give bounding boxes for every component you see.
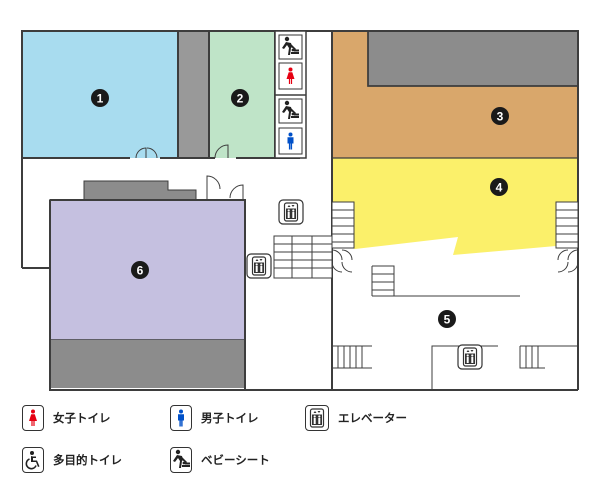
legend-label: 女子トイレ [53, 413, 111, 425]
railings [331, 345, 578, 390]
area-marker-4: 4 [490, 178, 508, 196]
elevator-icon [246, 253, 272, 279]
accessible-toilet-icon [22, 447, 44, 473]
area-marker-2: 2 [231, 89, 249, 107]
stairs-area4-left [331, 201, 355, 249]
legend-item-women: 女子トイレ [22, 405, 111, 431]
men-toilet-icon [170, 405, 192, 431]
elevator-icon [305, 405, 329, 431]
legend-label: 多目的トイレ [53, 455, 122, 467]
baby-changing-icon [170, 447, 192, 473]
legend-label: ベビーシート [201, 455, 270, 467]
floor-map: 1 2 3 4 5 6 [21, 30, 579, 391]
women-toilet-icon [278, 62, 303, 90]
area-marker-6: 6 [131, 261, 149, 279]
elevator-icon [457, 344, 483, 370]
area-4 [332, 158, 578, 255]
stairs-center [273, 235, 333, 279]
area-number: 3 [497, 109, 504, 123]
legend-label: エレベーター [338, 413, 407, 425]
area-marker-3: 3 [491, 107, 509, 125]
baby-changing-icon [278, 98, 303, 124]
area-marker-5: 5 [438, 310, 456, 328]
women-toilet-icon [22, 405, 44, 431]
legend-label: 男子トイレ [201, 413, 259, 425]
stairs-area4-right [555, 201, 579, 249]
elevator-icon [278, 199, 304, 225]
baby-changing-icon [278, 34, 303, 60]
area-number: 1 [97, 91, 104, 105]
legend-item-men: 男子トイレ [170, 405, 259, 431]
gray-block-area-6 [50, 340, 245, 388]
stairs-area5 [371, 265, 520, 297]
toilet-icon-column [274, 30, 307, 159]
area-number: 5 [444, 312, 451, 326]
area-number: 4 [496, 180, 503, 194]
area-number: 6 [137, 263, 144, 277]
gray-block-area-3 [367, 30, 579, 87]
area-number: 2 [237, 91, 244, 105]
area-marker-1: 1 [91, 89, 109, 107]
stage-block [83, 180, 197, 201]
legend-item-elevator: エレベーター [305, 405, 407, 431]
wall-block-between-1-2 [178, 31, 209, 158]
legend-item-accessible: 多目的トイレ [22, 447, 122, 473]
men-toilet-icon [278, 127, 303, 155]
legend-item-baby: ベビーシート [170, 447, 270, 473]
